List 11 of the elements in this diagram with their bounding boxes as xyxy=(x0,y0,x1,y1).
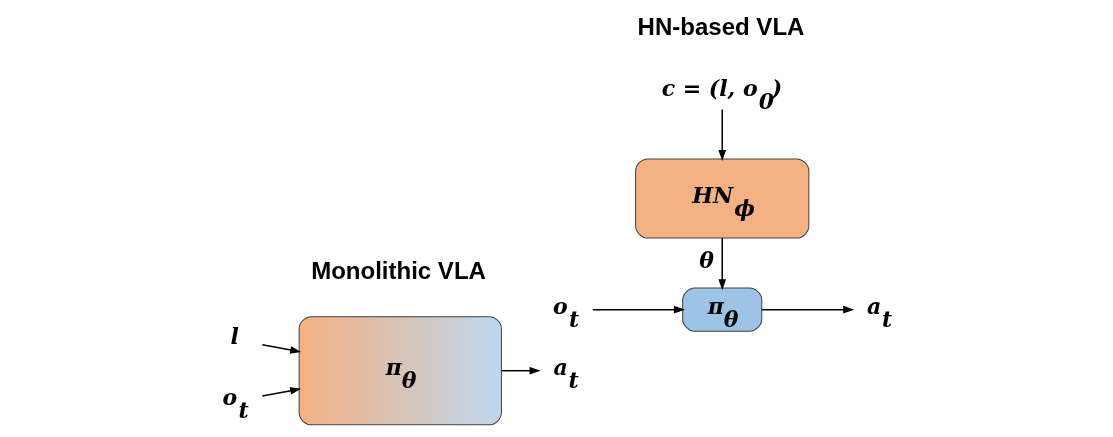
node-text: l xyxy=(230,323,239,350)
arrow xyxy=(261,343,301,354)
arrow xyxy=(500,366,541,375)
arrow xyxy=(717,108,726,161)
arrow xyxy=(760,305,854,314)
label: Monolithic VLA xyxy=(310,256,486,284)
arrow xyxy=(261,386,301,397)
arrow xyxy=(591,305,685,314)
label: HN-based VLA xyxy=(637,13,804,41)
edge-label: θ xyxy=(698,246,714,273)
arrow xyxy=(717,237,726,291)
